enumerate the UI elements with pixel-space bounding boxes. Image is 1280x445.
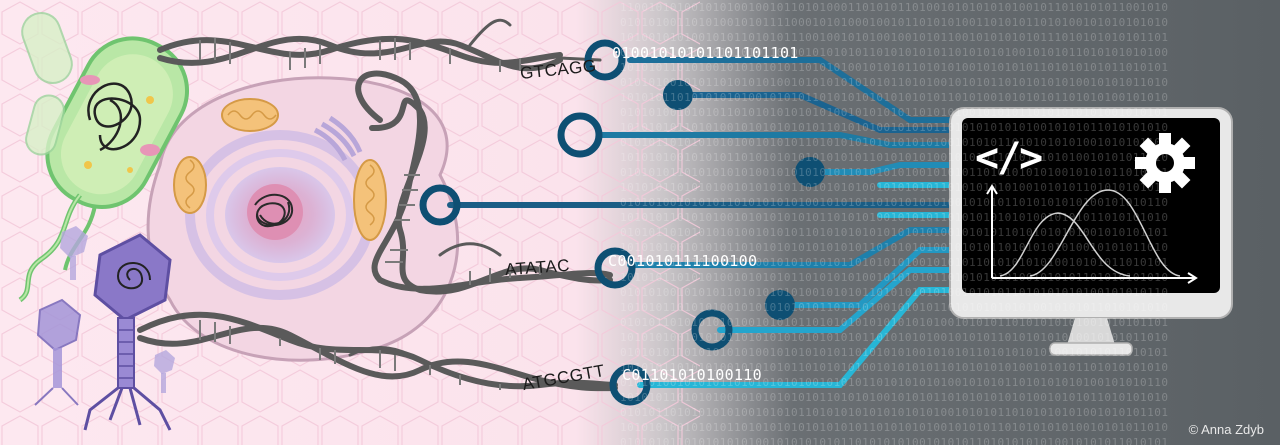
bell-curves-chart: [986, 184, 1198, 284]
binary-sequence-bottom: C01101010100110: [622, 366, 762, 384]
credit-text: © Anna Zdyb: [1188, 422, 1264, 437]
binary-sequence-mid: C001010111100100: [608, 252, 758, 270]
dna-rungs: [199, 38, 541, 390]
bacteriophages: [34, 226, 175, 431]
code-symbol: </>: [975, 135, 1043, 181]
binary-sequence-top: 01001010101101101101: [612, 44, 799, 62]
binary-background: 1100101010010101001001011010100011010101…: [620, 1, 1169, 445]
circuit-traces: [447, 57, 963, 388]
gear-icon: [1135, 133, 1195, 193]
eukaryotic-cell: [146, 76, 460, 362]
computer-monitor: [949, 107, 1233, 356]
bacterium: [18, 12, 190, 303]
circuit-nodes: [419, 39, 825, 406]
